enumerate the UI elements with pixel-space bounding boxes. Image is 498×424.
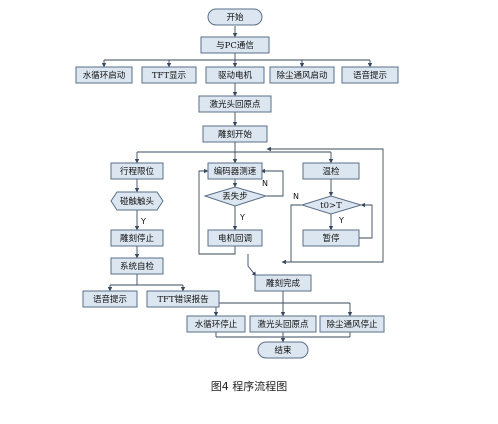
node-engrave-done-label: 雕刻完成 [266, 278, 301, 289]
label-lose-yes: Y [239, 213, 245, 222]
node-tft-display-label: TFT显示 [152, 71, 186, 81]
node-encoder-speed-label: 编码器测速 [214, 166, 257, 177]
node-water-start: 水循环启动 [75, 66, 133, 84]
label-lose-no: N [262, 179, 268, 188]
node-pause: 暂停 [302, 229, 360, 247]
node-dust-start-label: 除尘通风启动 [276, 70, 328, 81]
node-laser-home-bottom-label: 激光头回原点 [257, 319, 309, 330]
node-start: 开始 [207, 8, 263, 26]
node-voice-prompt-top: 语音提示 [341, 66, 399, 84]
node-start-label: 开始 [226, 12, 244, 23]
node-encoder-speed: 编码器测速 [207, 162, 263, 180]
edge-t-no [281, 204, 302, 265]
edge-to-done [247, 254, 257, 277]
node-self-check-label: 系统自检 [120, 261, 155, 272]
node-water-stop: 水循环停止 [186, 315, 246, 333]
edge-outer-loop [266, 146, 384, 263]
node-motor-return-label: 电机回调 [218, 233, 252, 244]
node-laser-home-bottom: 激光头回原点 [249, 315, 317, 333]
edge-pause-loop [359, 202, 373, 239]
node-engrave-done: 雕刻完成 [254, 274, 312, 292]
node-motor-return: 电机回调 [207, 229, 263, 247]
node-dust-stop: 除尘通风停止 [319, 315, 385, 333]
node-t-gt-T: t0>T [300, 195, 363, 215]
node-drive-motor-label: 驱动电机 [218, 70, 253, 81]
node-touch-head: 碰触触头 [110, 191, 164, 211]
node-engrave-stop: 雕刻停止 [110, 229, 164, 247]
node-pc-comm: 与PC通信 [200, 36, 270, 54]
node-self-check: 系统自检 [110, 257, 164, 275]
label-t-yes: Y [338, 216, 344, 225]
node-laser-home-top-label: 激光头回原点 [209, 99, 261, 110]
node-dust-stop-label: 除尘通风停止 [326, 319, 378, 330]
edges [101, 26, 384, 343]
node-tft-error: TFT错误报告 [146, 290, 220, 308]
node-pc-comm-label: 与PC通信 [216, 40, 254, 51]
node-engrave-start: 雕刻开始 [202, 125, 268, 143]
node-pause-label: 暂停 [322, 233, 340, 244]
node-lose-step: 丢失步 [203, 186, 268, 207]
node-end-label: 结束 [274, 345, 292, 356]
label-t-no: N [293, 192, 299, 201]
node-laser-home-top: 激光头回原点 [198, 95, 272, 113]
node-voice-prompt-bottom: 语音提示 [82, 290, 138, 308]
node-t-gt-T-label: t0>T [320, 201, 342, 211]
figure-caption: 图4 程序流程图 [210, 380, 288, 393]
node-engrave-start-label: 雕刻开始 [218, 129, 253, 140]
label-touch-yes: Y [140, 217, 146, 226]
node-temp-check: 温检 [302, 162, 360, 180]
node-dust-start: 除尘通风启动 [269, 66, 335, 84]
node-voice-prompt-top-label: 语音提示 [353, 70, 387, 81]
node-tft-error-label: TFT错误报告 [157, 294, 208, 305]
node-tft-display: TFT显示 [141, 66, 197, 84]
node-end: 结束 [257, 341, 309, 359]
edge-lose-no-loop [260, 168, 284, 197]
node-travel-limit-label: 行程限位 [120, 166, 155, 177]
node-touch-head-label: 碰触触头 [120, 196, 155, 207]
node-water-start-label: 水循环启动 [83, 70, 126, 81]
node-voice-prompt-bottom-label: 语音提示 [93, 294, 127, 305]
node-drive-motor: 驱动电机 [205, 66, 265, 84]
node-water-stop-label: 水循环停止 [195, 319, 238, 330]
edge-motor-loop [198, 168, 236, 255]
node-temp-check-label: 温检 [322, 166, 340, 177]
node-engrave-stop-label: 雕刻停止 [120, 233, 155, 244]
node-lose-step-label: 丢失步 [222, 191, 248, 202]
node-travel-limit: 行程限位 [110, 162, 164, 180]
